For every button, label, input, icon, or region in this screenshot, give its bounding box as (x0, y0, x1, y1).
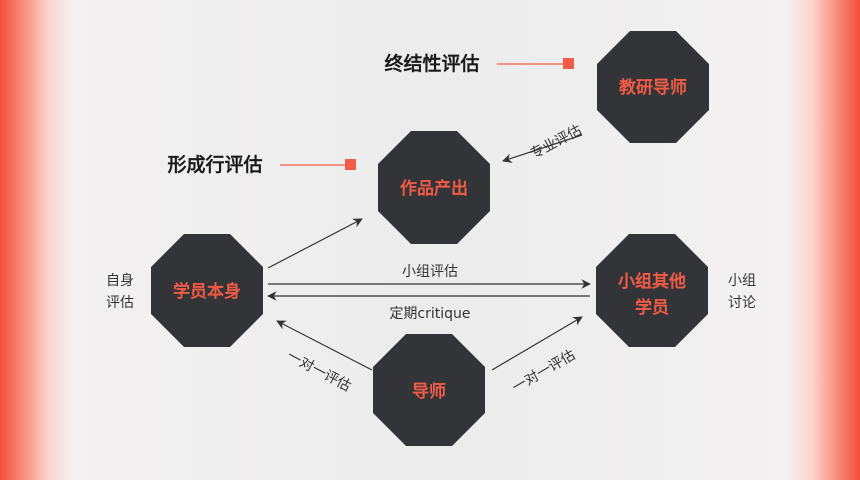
formative-indicator-square (345, 159, 356, 170)
node-work-output (378, 131, 490, 244)
label-group-members-line1: 小组其他 (618, 271, 686, 292)
formative-eval-label: 形成行评估 (167, 153, 262, 176)
summative-indicator-square (563, 58, 574, 69)
arrow-mentor-to-group (491, 316, 583, 371)
summative-eval-label: 终结性评估 (384, 52, 479, 75)
node-student-self (151, 234, 263, 347)
node-group-members (596, 234, 708, 347)
arrow-mentor-to-student (276, 320, 373, 371)
arrow-teacher-to-output (502, 134, 583, 163)
side-label-group-discussion-line1: 小组 (728, 273, 756, 289)
side-label-group-discussion-line2: 讨论 (728, 295, 756, 311)
side-label-self-eval-line1: 自身 (106, 273, 134, 289)
side-label-self-eval-line2: 评估 (106, 295, 134, 311)
edge-label-regular-critique: 定期critique (389, 306, 470, 322)
label-student-self: 学员本身 (173, 281, 241, 302)
label-group-members-line2: 学员 (635, 297, 669, 318)
edge-label-one-on-one-right: 一对一评估 (510, 347, 579, 396)
node-mentor (373, 334, 485, 446)
label-work-output: 作品产出 (400, 178, 468, 199)
label-mentor: 导师 (412, 381, 446, 402)
node-teacher-research (597, 31, 709, 143)
arrow-student-to-output (267, 218, 363, 269)
edge-label-group-eval: 小组评估 (402, 264, 458, 280)
label-teacher-research: 教研导师 (618, 77, 687, 98)
edge-label-professional-eval: 专业评估 (528, 122, 585, 162)
